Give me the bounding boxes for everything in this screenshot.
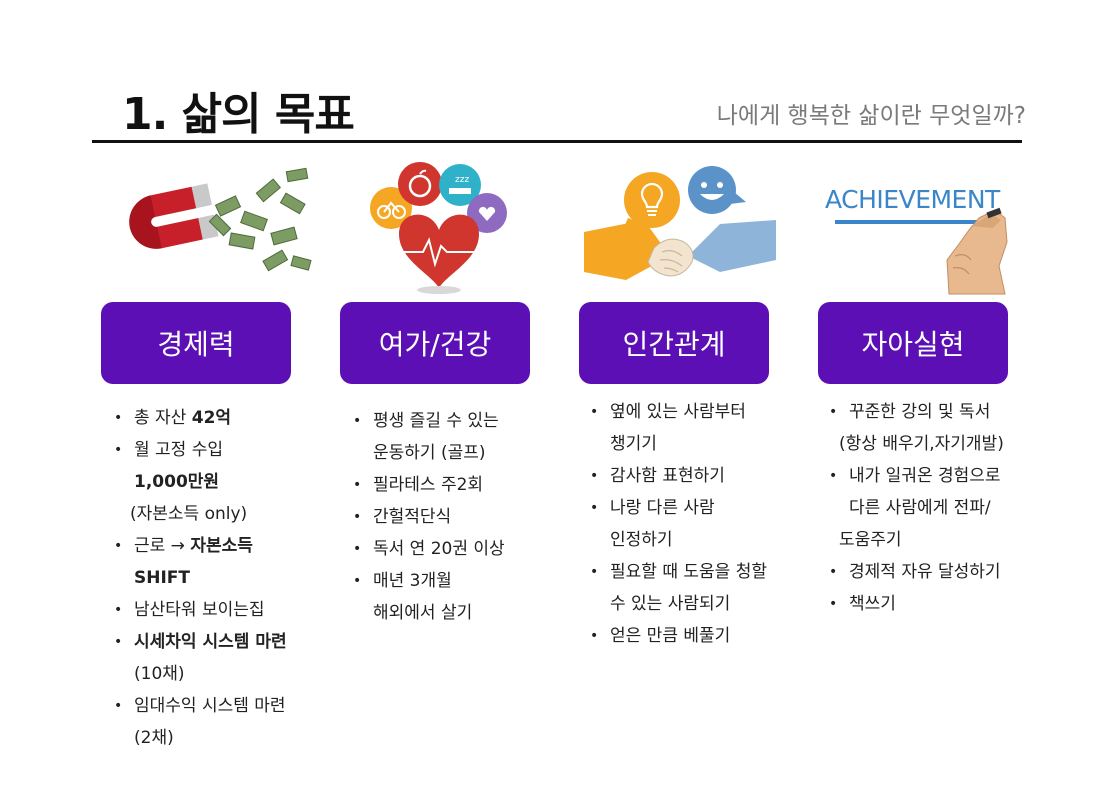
list-item: 책쓰기 <box>827 588 1004 620</box>
list-item: 운동하기 (골프) <box>373 443 486 463</box>
list-item: (2채) <box>134 728 174 748</box>
list-item: (자본소득 only) <box>130 504 248 524</box>
list-item: 도움주기 <box>839 530 902 550</box>
list-item: (10채) <box>134 664 185 684</box>
list-item: 나랑 다른 사람 <box>588 492 767 524</box>
list-item: SHIFT <box>134 568 191 588</box>
list-item: 해외에서 살기 <box>373 603 473 623</box>
list-item: 내가 일궈온 경험으로 <box>827 460 1004 492</box>
relationships-goal-list: 옆에 있는 사람부터 챙기기 감사함 표현하기 나랑 다른 사람 인정하기 필요… <box>588 396 767 652</box>
list-item: 옆에 있는 사람부터 <box>588 396 767 428</box>
list-item: (항상 배우기,자기개발) <box>839 434 1004 454</box>
zzz-label: zzz <box>455 175 469 185</box>
goal-column-self-realization: ACHIEVEMENT 자아실현 꾸준한 강의 및 독서 (항상 배우기,자기개… <box>809 160 1039 620</box>
list-item: 근로 → 자본소득 <box>112 530 287 562</box>
list-item: 매년 3개월 <box>351 565 505 597</box>
list-item: 평생 즐길 수 있는 <box>351 405 505 437</box>
list-item: 필요할 때 도움을 청할 <box>588 556 767 588</box>
list-item: 필라테스 주2회 <box>351 469 505 501</box>
list-item: 월 고정 수입 <box>112 434 287 466</box>
self-realization-goal-list: 꾸준한 강의 및 독서 (항상 배우기,자기개발) 내가 일궈온 경험으로 다른… <box>827 396 1004 620</box>
title-divider <box>92 140 1022 143</box>
category-self-realization: 자아실현 <box>818 302 1008 384</box>
list-item: 남산타워 보이는집 <box>112 594 287 626</box>
goal-column-leisure-health: zzz 여가/건강 평생 즐길 수 있는 운동하기 (골프) 필라테스 주2회 … <box>331 160 561 623</box>
goal-column-finance: 경제력 총 자산 42억 월 고정 수입 1,000만원 (자본소득 only)… <box>92 160 322 748</box>
list-item: 다른 사람에게 전파/ <box>849 498 991 518</box>
goal-column-relationships: 인간관계 옆에 있는 사람부터 챙기기 감사함 표현하기 나랑 다른 사람 인정… <box>570 160 800 652</box>
list-item: 간헐적단식 <box>351 501 505 533</box>
list-item: 경제적 자유 달성하기 <box>827 556 1004 588</box>
category-finance: 경제력 <box>101 302 291 384</box>
handshake-idea-icon <box>570 160 800 295</box>
list-item: 얻은 만큼 베풀기 <box>588 620 767 652</box>
heart-health-icon: zzz <box>331 160 561 295</box>
leisure-health-goal-list: 평생 즐길 수 있는 운동하기 (골프) 필라테스 주2회 간헐적단식 독서 연… <box>351 405 505 629</box>
list-item: 챙기기 <box>610 434 657 454</box>
magnet-money-icon <box>92 160 322 295</box>
list-item: 수 있는 사람되기 <box>610 594 731 614</box>
list-item: 임대수익 시스템 마련 <box>112 690 287 722</box>
list-item: 1,000만원 <box>134 472 220 492</box>
list-item: 시세차익 시스템 마련 <box>112 626 287 658</box>
category-leisure-health: 여가/건강 <box>340 302 530 384</box>
list-item: 총 자산 42억 <box>112 402 287 434</box>
finance-goal-list: 총 자산 42억 월 고정 수입 1,000만원 (자본소득 only) 근로 … <box>112 402 287 754</box>
list-item: 인정하기 <box>610 530 673 550</box>
achievement-hand-icon: ACHIEVEMENT <box>809 160 1039 295</box>
achievement-label: ACHIEVEMENT <box>825 185 1001 214</box>
page-title: 1. 삶의 목표 <box>122 89 355 140</box>
page-subtitle: 나에게 행복한 삶이란 무엇일까? <box>716 103 1026 129</box>
list-item: 꾸준한 강의 및 독서 <box>827 396 1004 428</box>
list-item: 독서 연 20권 이상 <box>351 533 505 565</box>
category-relationships: 인간관계 <box>579 302 769 384</box>
list-item: 감사함 표현하기 <box>588 460 767 492</box>
